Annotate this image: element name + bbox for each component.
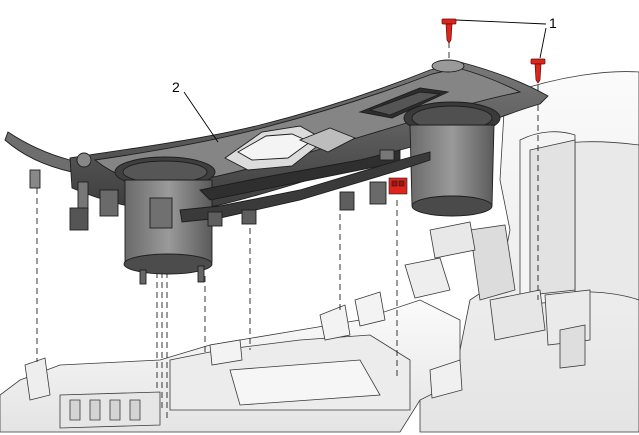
callout-2: 2 [172,79,180,95]
leader-lines [183,19,547,143]
fastener-left [441,18,457,44]
fastener-right [530,58,546,84]
console-trim-panel [4,59,549,285]
console-base [0,71,639,433]
electrical-connector [388,177,408,195]
callout-1: 1 [549,15,557,31]
